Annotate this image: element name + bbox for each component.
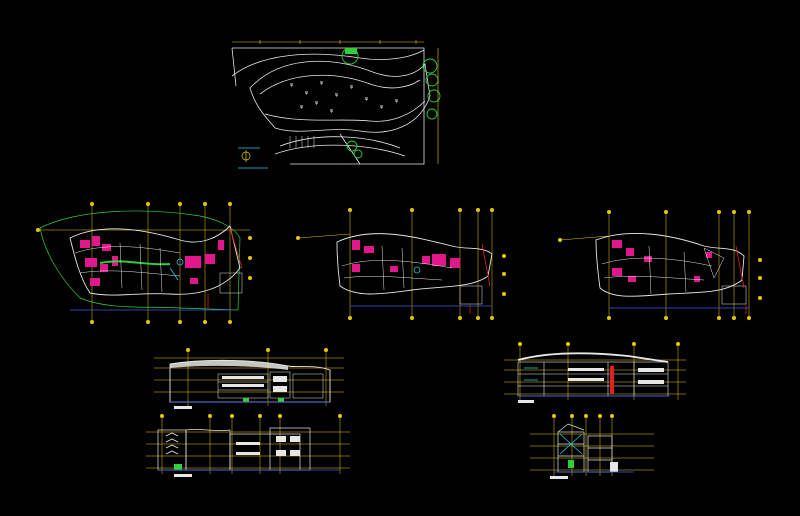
section-longitudinal[interactable] [498,338,690,410]
svg-text:ψ: ψ [380,104,384,110]
svg-text:ψ: ψ [300,104,304,110]
section-transversal[interactable] [524,410,659,486]
floor-plan-level-1[interactable] [30,198,260,328]
svg-text:ψ: ψ [315,100,319,106]
elevation-front[interactable] [148,344,348,414]
svg-text:ψ: ψ [335,92,339,98]
svg-text:ψ: ψ [290,82,294,88]
svg-text:ψ: ψ [305,90,309,96]
svg-text:ψ: ψ [395,98,399,104]
floor-plan-level-2[interactable] [292,206,522,324]
svg-text:ψ: ψ [330,108,334,114]
floor-plan-level-3[interactable] [554,208,774,324]
svg-text:ψ: ψ [350,84,354,90]
svg-text:ψ: ψ [320,80,324,86]
svg-text:ψ: ψ [365,96,369,102]
elevation-rear[interactable] [140,410,355,482]
